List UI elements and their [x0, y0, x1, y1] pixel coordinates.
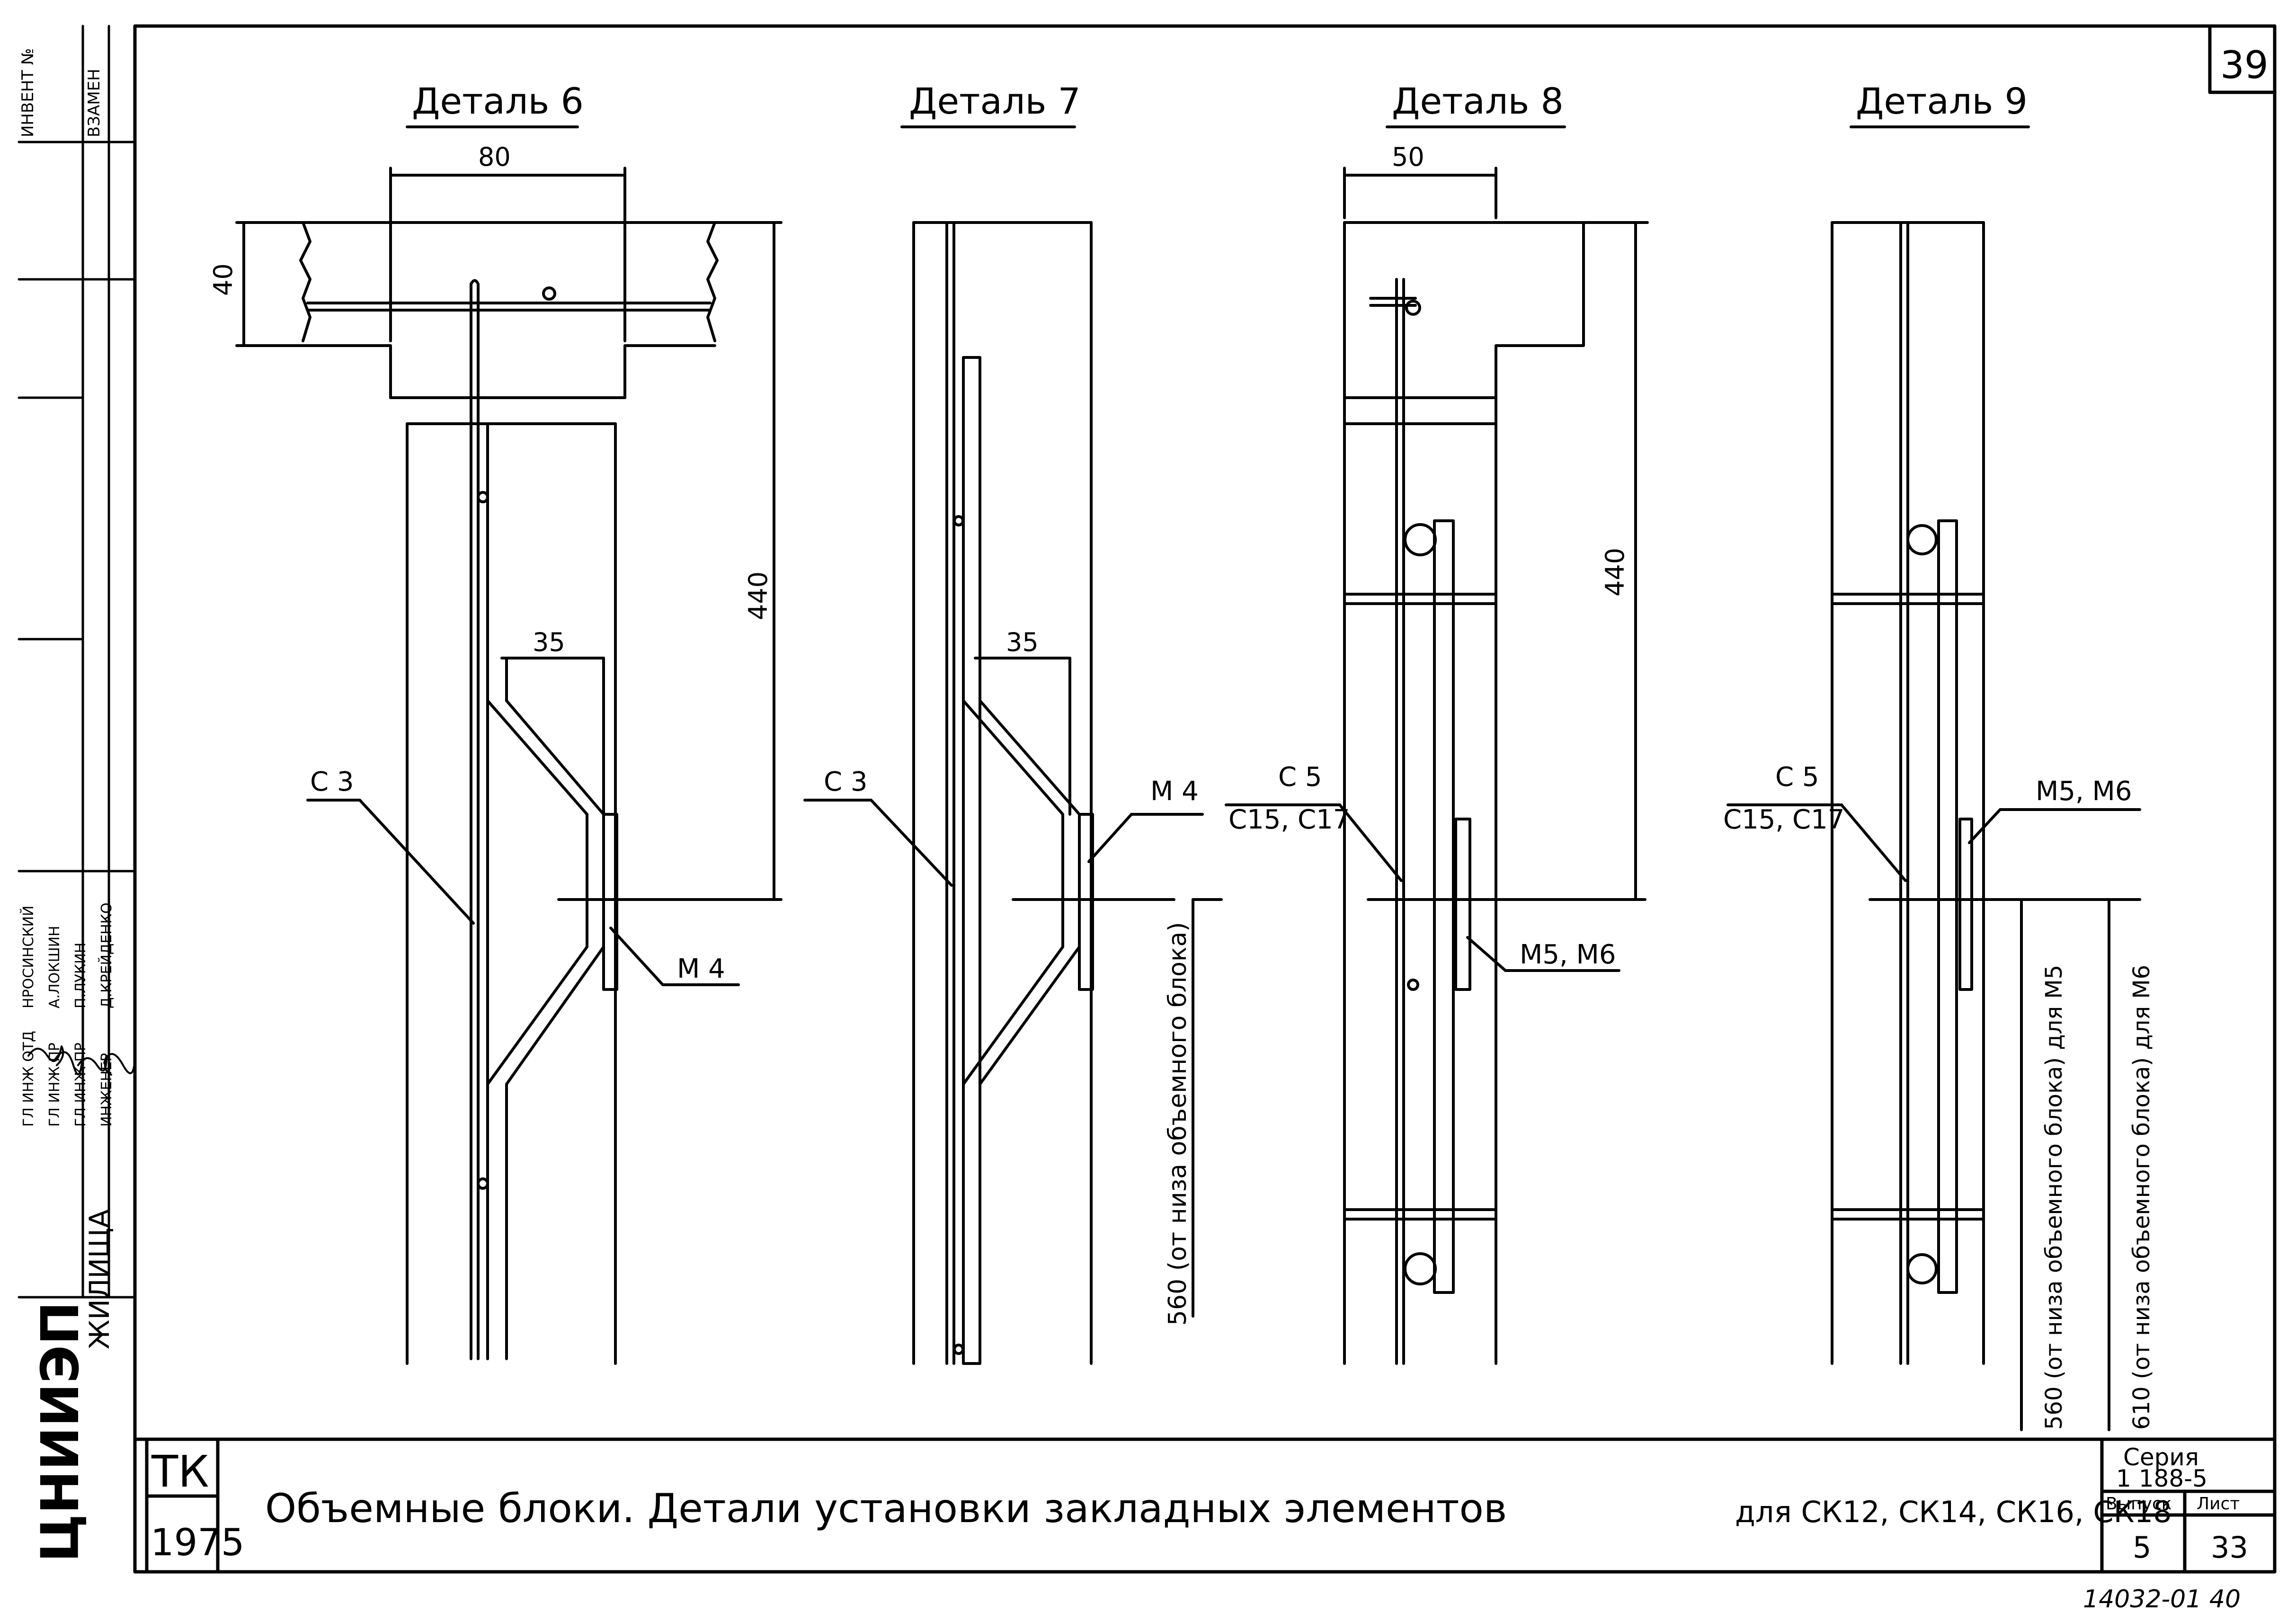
org-sub: ЖИЛИЩА [83, 1209, 116, 1349]
detail-9-note-m5: 560 (от низа объемного блока) для М5 [2041, 965, 2067, 1430]
signatures [27, 1045, 136, 1076]
sheet-frame [133, 24, 2277, 1574]
title-suffix: для СК12, СК14, СК16, СК18 [1735, 1495, 2172, 1529]
org-name: ЦНИИЭП [30, 1301, 90, 1562]
series-label: Серия [2123, 1444, 2199, 1471]
series-value: 1 188-5 [2116, 1465, 2207, 1492]
issue-value: 5 [2133, 1530, 2151, 1565]
stamp-name-4: Д.КРЕЙДЕНКО [98, 902, 115, 1008]
stamp-role-3: ГЛ ИНЖ ПР [72, 1043, 89, 1127]
stamp-name-3: П.ЛУКИН [72, 943, 89, 1008]
title-year: 1975 [151, 1522, 245, 1564]
detail-6-drawing [235, 167, 783, 1365]
stamp-role-1: ГЛ ИНЖ ОТД [20, 1031, 37, 1127]
detail-8-label-m5: М5, М6 [1520, 939, 1616, 970]
detail-7-label-c3: С 3 [824, 766, 868, 797]
detail-9-note-m6: 610 (от низа объемного блока) для М6 [2128, 965, 2155, 1430]
sheet-label: Лист [2197, 1494, 2240, 1514]
stamp-invent-label: ИНВЕНТ № [18, 48, 37, 137]
detail-6-dim-35: 35 [533, 627, 565, 657]
footer-code: 14032-01 40 [2083, 1585, 2241, 1613]
stamp-replace-label: ВЗАМЕН [85, 69, 104, 137]
title-tk: ТК [151, 1446, 209, 1497]
detail-8-dim-440: 440 [1600, 548, 1630, 597]
detail-8-drawing [1225, 167, 1649, 1365]
sheet-value: 33 [2211, 1530, 2248, 1565]
detail-8-label-c15: С15, С17 [1228, 804, 1350, 835]
stamp-role-2: ГЛ ИНЖ ПР [46, 1043, 63, 1127]
detail-9-label-c5: С 5 [1775, 762, 1819, 793]
detail-7-drawing [803, 221, 1223, 1365]
sheet-number: 39 [2220, 43, 2269, 87]
detail-8-label-c5: С 5 [1278, 762, 1322, 793]
detail-9-label-m5: М5, М6 [2036, 776, 2132, 807]
detail-9-label-c15: С15, С17 [1723, 804, 1844, 835]
detail-7-dim-35: 35 [1006, 627, 1039, 657]
detail-6-title: Деталь 6 [412, 80, 584, 122]
detail-6-dim-80: 80 [478, 142, 511, 172]
detail-6-dim-440: 440 [743, 571, 773, 620]
issue-label: Выпуск [2106, 1494, 2172, 1514]
detail-8-dim-50: 50 [1392, 142, 1424, 172]
detail-6-label-m4: М 4 [677, 954, 725, 984]
detail-7-note: 560 (от низа объемного блока) [1164, 922, 1192, 1326]
detail-titles: Деталь 6 Деталь 7 Деталь 8 Деталь 9 [412, 80, 2028, 122]
detail-7-title: Деталь 7 [909, 80, 1081, 122]
stamp-name-2: А.ЛОКШИН [46, 926, 63, 1008]
detail-9-drawing [1726, 221, 2141, 1431]
detail-6-label-c3: С 3 [310, 766, 354, 797]
title-main: Объемные блоки. Детали установки закладн… [265, 1485, 1507, 1532]
detail-6-dim-40: 40 [208, 263, 238, 296]
detail-7-label-m4: М 4 [1150, 776, 1199, 807]
detail-9-title: Деталь 9 [1856, 80, 2028, 122]
detail-8-title: Деталь 8 [1392, 80, 1564, 122]
side-stamp [18, 25, 136, 1299]
stamp-name-1: НРОСИНСКИЙ [20, 906, 37, 1008]
